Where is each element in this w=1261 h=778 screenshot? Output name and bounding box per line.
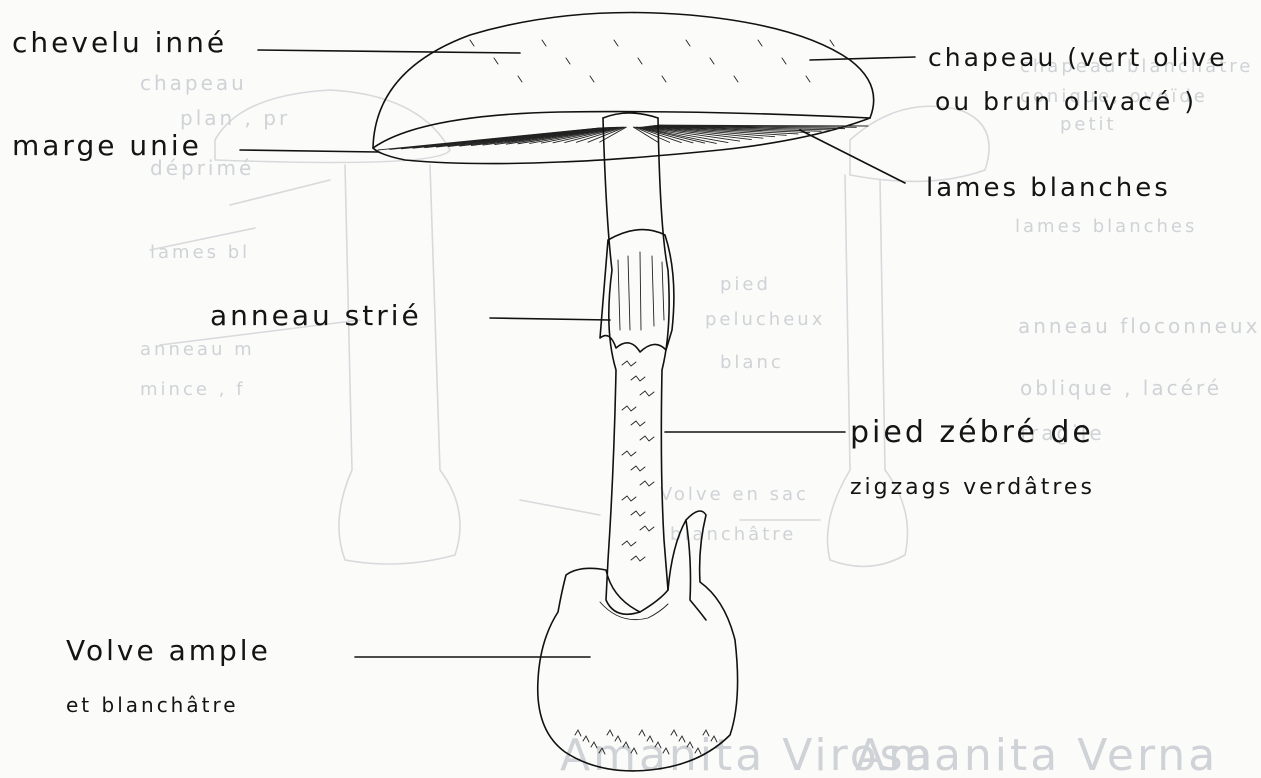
cap-fibril	[830, 40, 834, 46]
svg-text:lames blanches: lames blanches	[1015, 216, 1197, 237]
zigzag-mark	[631, 376, 645, 381]
cap-fibril	[590, 76, 594, 82]
svg-text:chapeau: chapeau	[140, 71, 247, 95]
label-pied-2: zigzags verdâtres	[850, 475, 1095, 500]
svg-text:Amanita Verna: Amanita Verna	[855, 730, 1218, 778]
svg-text:anneau m: anneau m	[140, 339, 255, 360]
cap-fibril	[710, 58, 714, 64]
svg-text:pied: pied	[720, 274, 771, 295]
cap-fibril	[758, 40, 762, 46]
zigzag-mark	[622, 451, 636, 456]
label-pied-1: pied zébré de	[850, 415, 1094, 450]
label-marge: marge unie	[12, 129, 202, 162]
label-anneau: anneau strié	[210, 299, 422, 332]
zigzag-mark	[640, 391, 654, 396]
leader-marge	[240, 150, 378, 152]
mushroom-stem	[603, 113, 669, 614]
zigzag-mark	[622, 361, 636, 366]
zigzag-mark	[631, 421, 645, 426]
svg-text:petit: petit	[1060, 114, 1117, 135]
svg-text:anneau floconneux: anneau floconneux	[1018, 314, 1260, 338]
svg-text:pelucheux: pelucheux	[705, 309, 825, 330]
cap-fibril	[806, 76, 810, 82]
label-volve-1: Volve ample	[66, 634, 271, 667]
label-chevelu: chevelu inné	[12, 26, 227, 59]
mushroom-ring	[600, 230, 674, 352]
cap-fibril	[734, 76, 738, 82]
label-chapeau-2: ou brun olivacé )	[935, 87, 1197, 116]
svg-text:plan , pr: plan , pr	[180, 106, 290, 130]
cap-fibril	[662, 76, 666, 82]
leader-anneau	[490, 318, 610, 320]
cap-fibril	[494, 58, 498, 64]
cap-fibril	[686, 40, 690, 46]
svg-text:oblique , lacéré: oblique , lacéré	[1020, 376, 1222, 400]
cap-fibril	[638, 58, 642, 64]
zigzag-mark	[631, 466, 645, 471]
zigzag-mark	[622, 406, 636, 411]
cap-fibril	[542, 40, 546, 46]
zigzag-mark	[640, 526, 654, 531]
label-chapeau-1: chapeau (vert olive	[928, 43, 1228, 72]
svg-text:mince , f: mince , f	[140, 379, 245, 400]
leader-lines	[240, 50, 915, 657]
leader-chevelu	[258, 50, 520, 53]
svg-text:Volve en sac: Volve en sac	[660, 484, 809, 505]
zigzag-mark	[631, 556, 645, 561]
label-volve-2: et blanchâtre	[66, 693, 239, 717]
svg-text:lames bl: lames bl	[150, 242, 250, 263]
cap-fibril	[614, 40, 618, 46]
zigzag-mark	[622, 496, 636, 501]
svg-text:blanc: blanc	[720, 352, 784, 373]
zigzag-mark	[622, 541, 636, 546]
cap-fibril	[518, 76, 522, 82]
label-lames: lames blanches	[926, 173, 1171, 203]
zigzag-mark	[631, 511, 645, 516]
cap-fibril	[782, 58, 786, 64]
mushroom-cap	[373, 13, 874, 164]
cap-fibril	[566, 58, 570, 64]
leader-chapeau	[810, 57, 915, 60]
zigzag-mark	[640, 481, 654, 486]
cap-fibril	[470, 40, 474, 46]
zigzag-mark	[640, 436, 654, 441]
